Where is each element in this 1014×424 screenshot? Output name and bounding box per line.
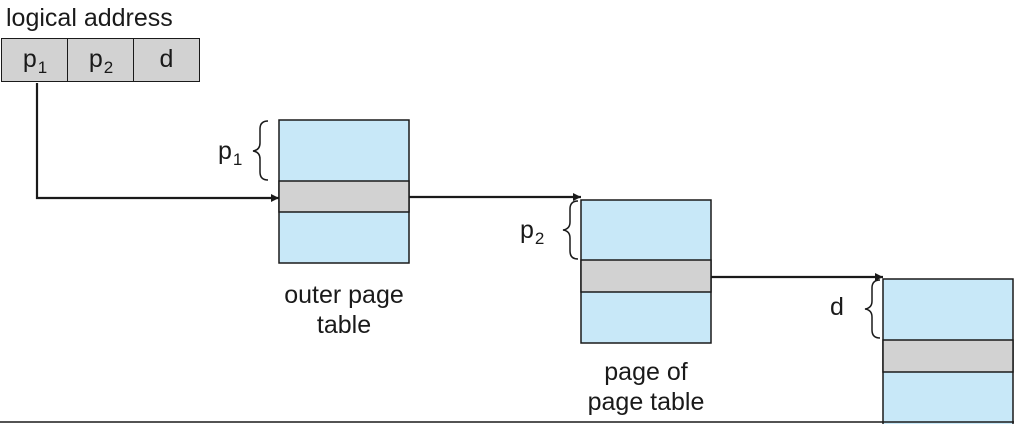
outer-index-sub: 1	[232, 150, 243, 169]
outer-table-caption-line2: table	[316, 311, 372, 339]
outer-page-table	[278, 119, 410, 264]
inner-table-entry	[580, 259, 712, 293]
outer-table-entry	[278, 180, 410, 213]
memory-frame	[882, 278, 1014, 424]
inner-index-label: p2	[520, 215, 544, 254]
field-p2-base: p	[88, 45, 103, 73]
outer-table-caption-line1: outer page	[284, 281, 404, 309]
field-p1-base: p	[22, 45, 37, 73]
field-p2-sub: 2	[103, 58, 114, 77]
inner-table-caption-line2: page table	[587, 388, 705, 416]
outer-table-caption: outer page table	[244, 280, 444, 340]
page-of-page-table	[580, 199, 712, 344]
inner-index-sub: 2	[534, 229, 545, 248]
frame-entry	[882, 339, 1014, 373]
field-p1: p1	[1, 38, 69, 82]
inner-index-base: p	[520, 216, 534, 244]
field-p2: p2	[67, 38, 135, 82]
arrow-p1-to-outer	[35, 83, 279, 202]
logical-address-title: logical address	[6, 4, 173, 32]
field-p1-sub: 1	[37, 58, 48, 77]
brace-p2	[562, 200, 579, 260]
field-d: d	[133, 38, 200, 82]
brace-d	[864, 279, 881, 339]
brace-p1	[252, 120, 269, 181]
inner-table-caption: page of page table	[546, 357, 746, 417]
frame-index-label: d	[830, 293, 844, 321]
outer-index-base: p	[218, 137, 232, 165]
inner-table-caption-line1: page of	[604, 358, 688, 386]
field-d-label: d	[159, 45, 174, 73]
outer-index-label: p1	[218, 136, 242, 175]
